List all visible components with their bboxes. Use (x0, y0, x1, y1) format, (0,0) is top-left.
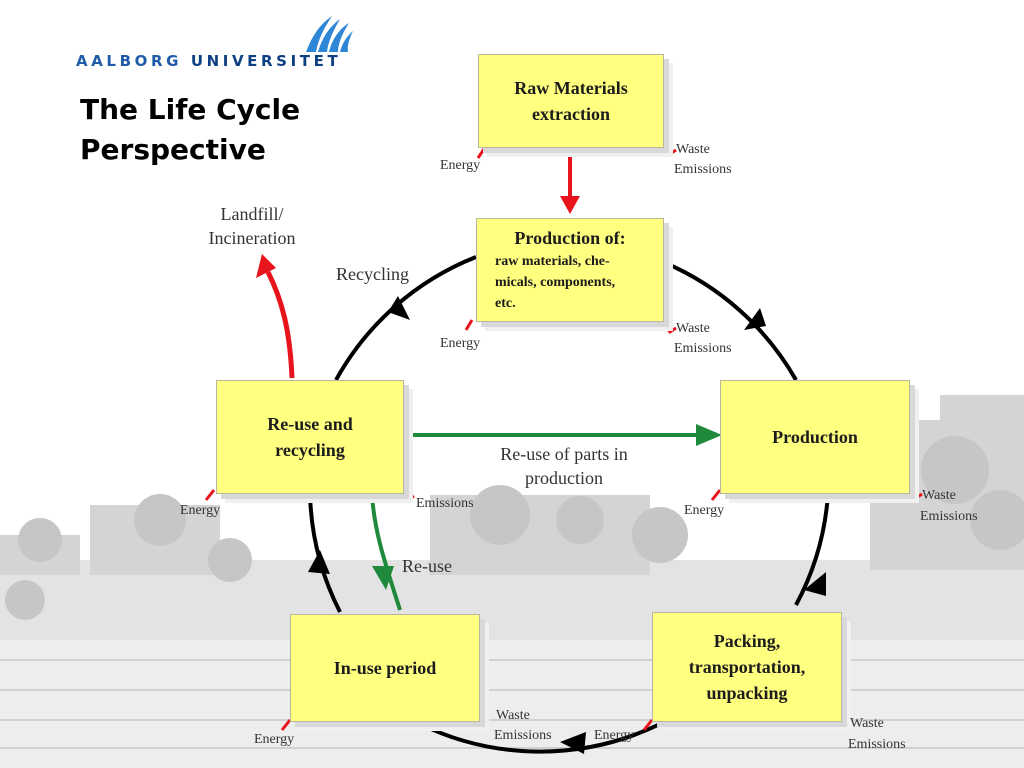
inuse-waste-label: Waste (496, 708, 530, 723)
raw-waste-label: Waste (676, 142, 710, 157)
green-arrow-reuse (370, 493, 402, 611)
reuse-parts-line2: production (525, 468, 603, 488)
prodof-emissions-label: Emissions (674, 341, 732, 356)
cycle-arrowhead-left (308, 550, 330, 574)
cycle-arc-top-right (662, 260, 798, 381)
prodof-line3: etc. (495, 296, 516, 311)
raw-energy-label: Energy (440, 158, 481, 173)
reuse-parts-line1: Re-use of parts in (500, 444, 628, 464)
prod-energy-label: Energy (684, 503, 725, 518)
tick-reuse-emis (400, 491, 415, 503)
reuse-label: Re-use (402, 556, 452, 576)
inuse-energy-label: Energy (254, 732, 295, 747)
prod-waste-label: Waste (922, 488, 956, 503)
title-line1: The Life Cycle (80, 93, 301, 126)
prodof-waste-label: Waste (676, 321, 710, 336)
reuse-energy-label: Energy (180, 503, 221, 518)
wordmark-part1: AALBORG (76, 52, 183, 70)
production-label: Production (772, 427, 858, 447)
wordmark-part2: UNIVERSITET (190, 52, 342, 70)
pack-emissions-label: Emissions (848, 737, 906, 752)
cycle-arrowhead-packing (804, 572, 826, 596)
red-arrow-to-landfill (265, 270, 295, 379)
tick-raw-energy (476, 145, 488, 159)
page-title: The Life Cycle Perspective (80, 90, 300, 170)
title-line2: Perspective (80, 133, 266, 166)
cycle-arc-right (794, 493, 830, 606)
raw-emissions-label: Emissions (674, 162, 732, 177)
reuse-line2: recycling (275, 440, 345, 460)
packing-line2: transportation, (688, 657, 806, 677)
pack-energy-label: Energy (594, 728, 635, 743)
recycling-label: Recycling (336, 264, 409, 284)
box-production-of: Production of: raw materials, che- mical… (476, 218, 664, 322)
tick-raw-waste (662, 145, 677, 157)
tick-prodof-energy (464, 319, 474, 331)
reuse-emissions-label: Emissions (416, 496, 474, 511)
university-logo-icon (306, 16, 353, 52)
prodof-line1: raw materials, che- (495, 254, 610, 269)
tick-prod-waste (908, 489, 923, 501)
tick-inuse-energy (280, 719, 292, 731)
box-in-use-period: In-use period (290, 614, 480, 722)
cycle-arrowhead-production (744, 308, 766, 330)
landfill-line2: Incineration (208, 228, 296, 248)
packing-line1: Packing, (713, 631, 781, 651)
box-raw-materials: Raw Materials extraction (478, 54, 664, 148)
reuse-parts-label: Re-use of parts in production (484, 442, 644, 490)
tick-pack-waste (836, 719, 851, 731)
prodof-line2: micals, components, (495, 275, 616, 290)
cycle-arc-bottom (419, 722, 661, 754)
tick-pack-energy (642, 719, 654, 731)
box-production: Production (720, 380, 910, 494)
tick-prod-energy (710, 489, 722, 501)
prod-emissions-label: Emissions (920, 509, 978, 524)
landfill-label: Landfill/ Incineration (196, 202, 308, 250)
inuse-emissions-label: Emissions (494, 728, 552, 743)
box-reuse-recycling: Re-use and recycling (216, 380, 404, 494)
raw-line1: Raw Materials (514, 78, 628, 98)
cycle-arrowhead-bottom (560, 732, 586, 754)
inuse-label: In-use period (333, 658, 437, 678)
reuse-line1: Re-use and (267, 414, 353, 434)
prodof-energy-label: Energy (440, 336, 481, 351)
raw-line2: extraction (532, 104, 610, 124)
university-wordmark: AALBORG UNIVERSITET (76, 52, 341, 70)
tick-prodof-waste (662, 323, 677, 335)
prodof-title: Production of: (514, 228, 626, 248)
pack-waste-label: Waste (850, 716, 884, 731)
landfill-line1: Landfill/ (220, 204, 284, 224)
packing-line3: unpacking (706, 683, 788, 703)
box-packing: Packing, transportation, unpacking (652, 612, 842, 722)
cycle-arrowhead-recycling (388, 296, 410, 320)
cycle-arc-left (308, 493, 342, 613)
tick-reuse-energy (204, 489, 216, 501)
